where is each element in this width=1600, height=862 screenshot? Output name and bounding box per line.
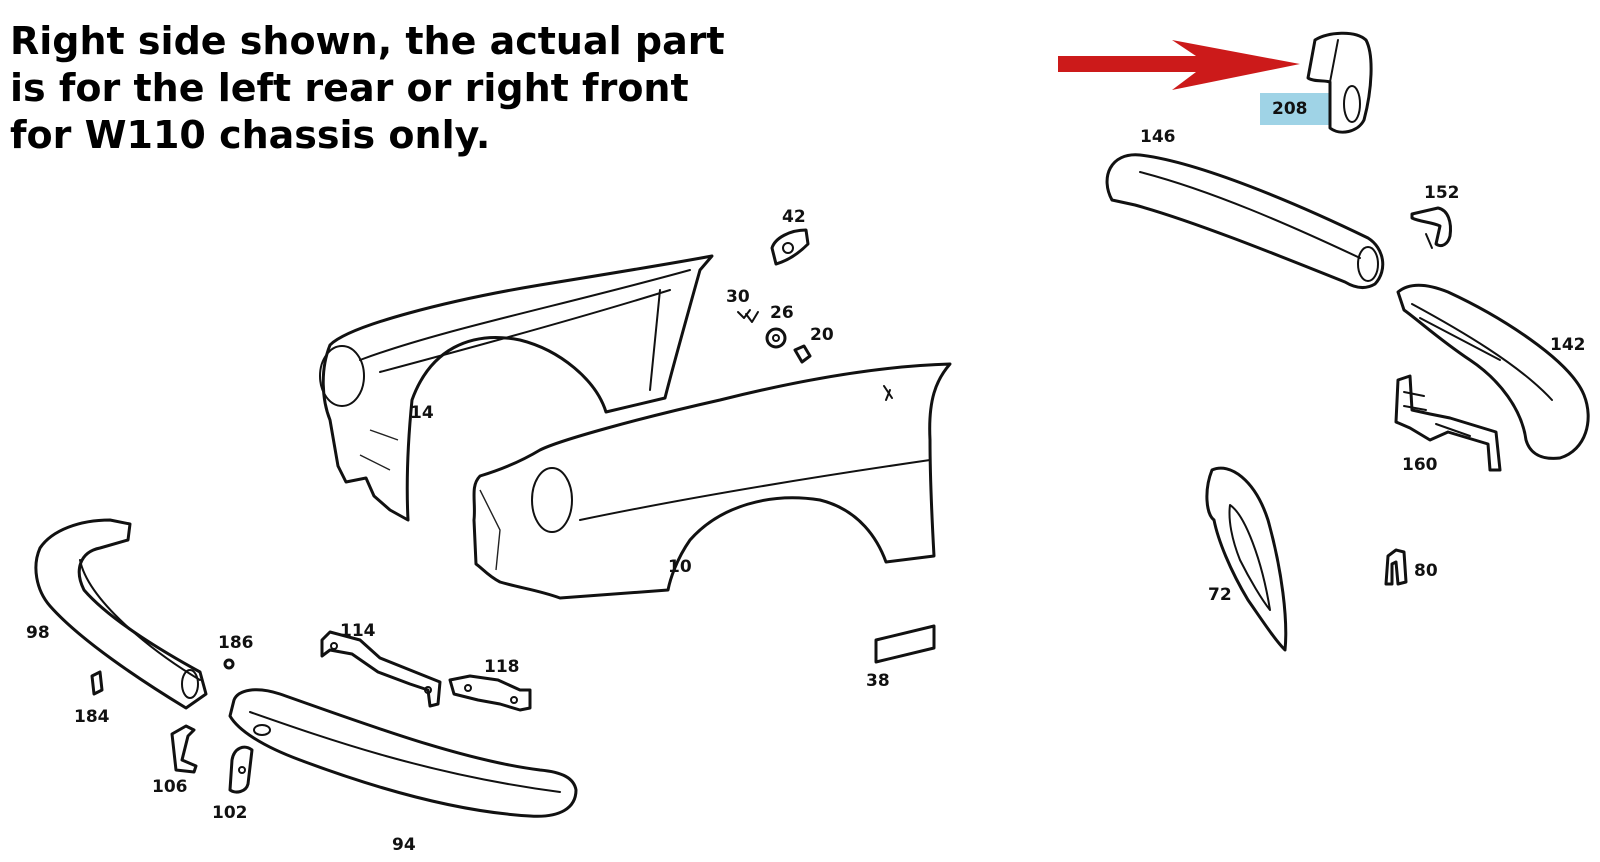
label-142: 142 xyxy=(1550,335,1586,355)
part-160[interactable] xyxy=(1394,374,1502,472)
highlight-box-208 xyxy=(1260,93,1332,125)
part-186[interactable] xyxy=(223,658,235,670)
label-94: 94 xyxy=(392,835,416,855)
part-142[interactable] xyxy=(1396,283,1590,460)
label-102: 102 xyxy=(212,803,248,823)
part-42[interactable] xyxy=(770,228,810,266)
caption: Right side shown, the actual part is for… xyxy=(10,18,725,159)
label-98: 98 xyxy=(26,623,50,643)
part-208[interactable] xyxy=(1306,31,1373,134)
label-118: 118 xyxy=(484,657,520,677)
part-14[interactable] xyxy=(319,254,714,522)
part-146[interactable] xyxy=(1105,153,1385,290)
label-38: 38 xyxy=(866,671,890,691)
part-30[interactable] xyxy=(737,309,759,323)
caption-line-3: for W110 chassis only. xyxy=(10,113,491,157)
part-102[interactable] xyxy=(228,745,254,794)
red-arrow xyxy=(1058,40,1300,90)
label-26: 26 xyxy=(770,303,794,323)
part-114[interactable] xyxy=(320,630,442,708)
part-152[interactable] xyxy=(1410,206,1452,249)
part-72[interactable] xyxy=(1205,466,1288,652)
label-30: 30 xyxy=(726,287,750,307)
label-160: 160 xyxy=(1402,455,1438,475)
part-184[interactable] xyxy=(90,670,104,696)
caption-line-2: is for the left rear or right front xyxy=(10,66,689,110)
part-10[interactable] xyxy=(472,362,952,600)
part-80[interactable] xyxy=(1384,548,1408,586)
label-72: 72 xyxy=(1208,585,1232,605)
part-94[interactable] xyxy=(228,688,578,818)
part-98[interactable] xyxy=(34,518,208,710)
caption-line-1: Right side shown, the actual part xyxy=(10,19,725,63)
label-114: 114 xyxy=(340,621,376,641)
label-14: 14 xyxy=(410,403,434,423)
label-152: 152 xyxy=(1424,183,1460,203)
part-106[interactable] xyxy=(170,724,198,774)
label-208: 208 xyxy=(1272,99,1308,119)
label-184: 184 xyxy=(74,707,110,727)
part-118[interactable] xyxy=(448,674,532,712)
label-20: 20 xyxy=(810,325,834,345)
part-38[interactable] xyxy=(874,624,936,664)
label-146: 146 xyxy=(1140,127,1176,147)
label-10: 10 xyxy=(668,557,692,577)
label-42: 42 xyxy=(782,207,806,227)
part-20[interactable] xyxy=(793,344,812,364)
label-186: 186 xyxy=(218,633,254,653)
label-80: 80 xyxy=(1414,561,1438,581)
part-26[interactable] xyxy=(765,327,787,349)
label-106: 106 xyxy=(152,777,188,797)
